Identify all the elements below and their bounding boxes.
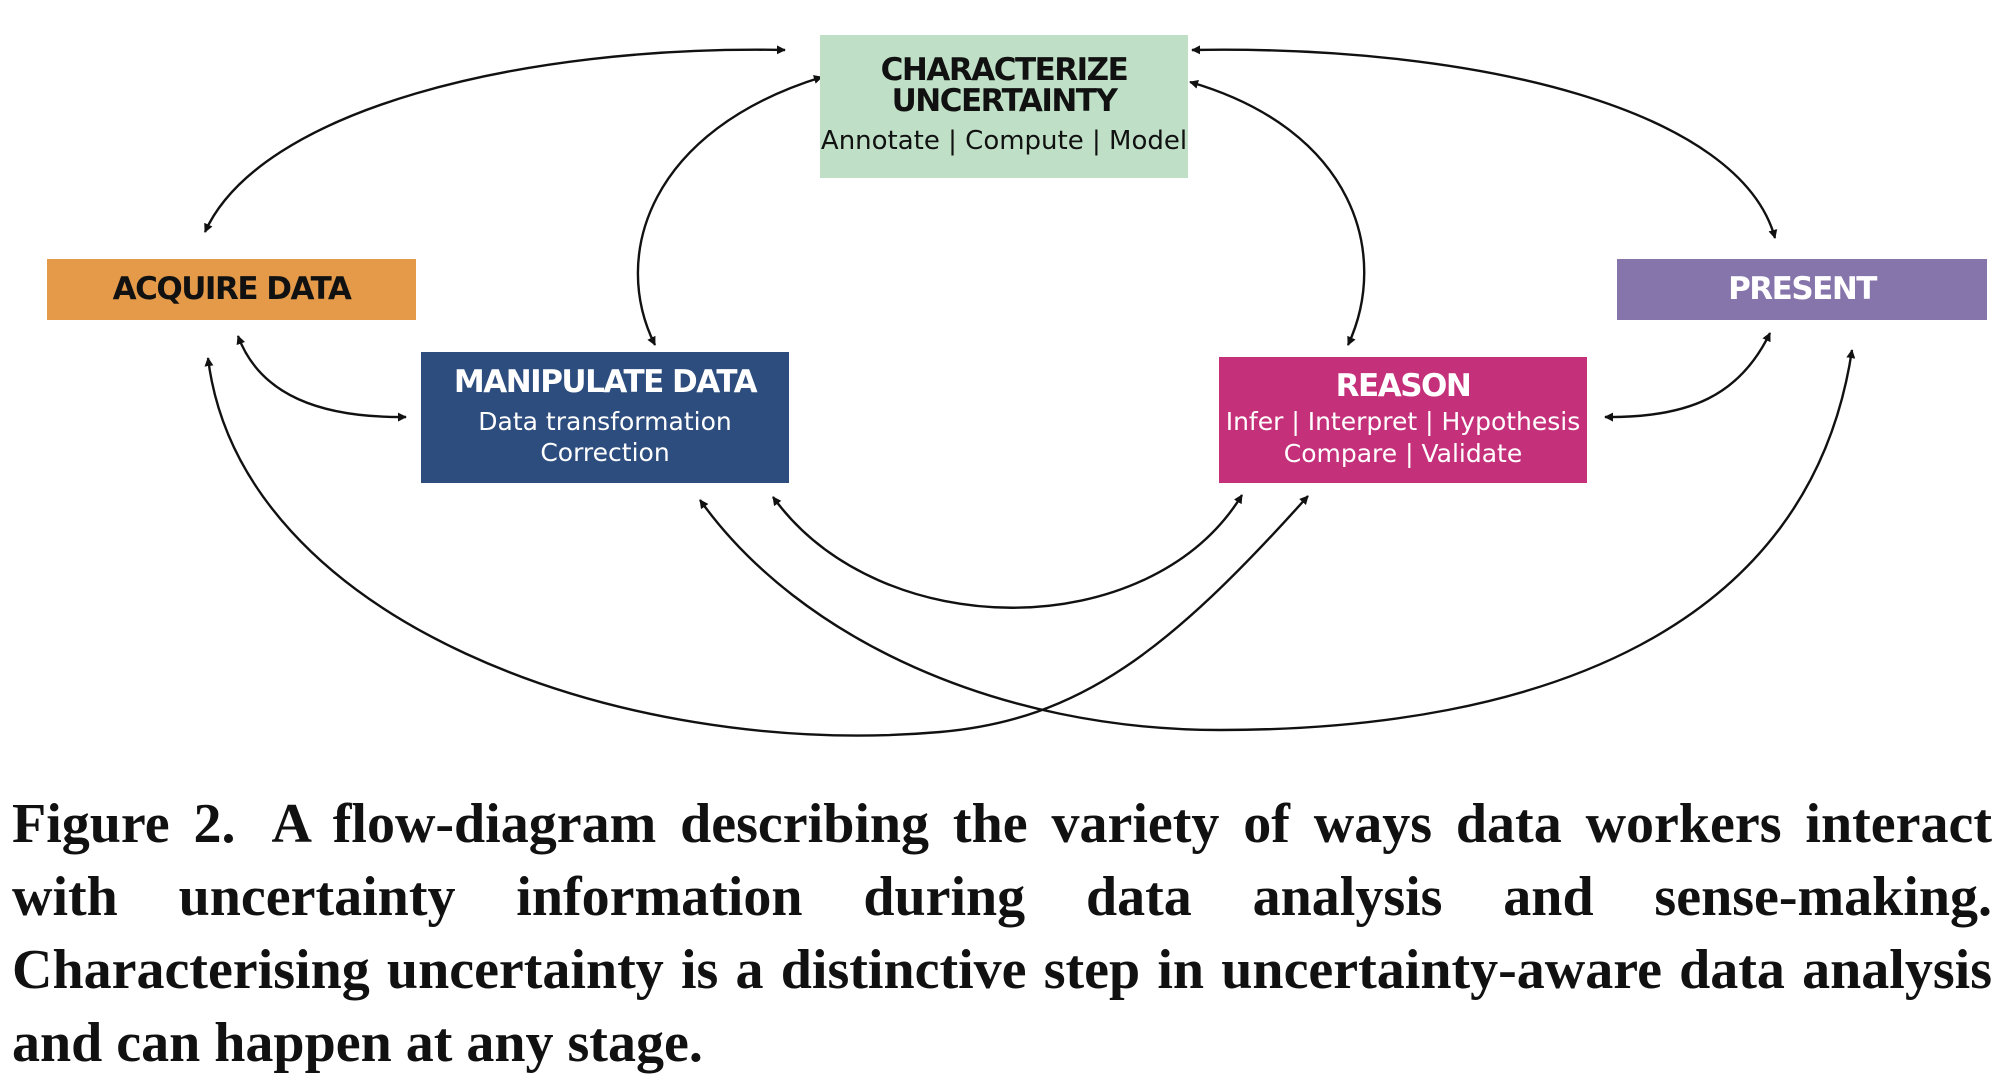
node-reason: REASON Infer | Interpret | Hypothesis Co… [1219,357,1587,483]
arrow-present-characterize [1191,45,1778,239]
arrow-acquire-reason [204,357,1309,737]
node-characterize-uncertainty: CHARACTERIZE UNCERTAINTY Annotate | Comp… [820,35,1188,178]
node-manipulate-title: MANIPULATE DATA [453,363,758,400]
node-characterize-subtitle: Annotate | Compute | Model [820,126,1188,157]
flow-diagram: CHARACTERIZE UNCERTAINTY Annotate | Comp… [47,35,1987,737]
arrow-acquire-manipulate [236,335,407,422]
arrow-manipulate-reason [772,494,1244,609]
node-reason-title: REASON [1335,368,1472,405]
node-reason-line-1: Infer | Interpret | Hypothesis [1225,407,1581,437]
figure-caption: Figure 2.A flow-diagram describing the v… [12,788,1992,1080]
node-manipulate-data: MANIPULATE DATA Data transformation Corr… [421,352,789,483]
figure-caption-label: Figure 2. [12,793,236,855]
arrow-reason-characterize [1189,79,1366,346]
diagram-edges [203,45,1856,737]
node-present: PRESENT [1617,259,1987,320]
figure-caption-text: A flow-diagram describing the variety of… [12,793,1992,1074]
node-present-title: PRESENT [1728,271,1877,307]
node-acquire-title: ACQUIRE DATA [112,271,352,307]
arrow-manipulate-present [699,349,1856,732]
node-characterize-title: CHARACTERIZE UNCERTAINTY [880,52,1129,120]
node-manipulate-line-1: Data transformation [478,406,732,436]
node-acquire-data: ACQUIRE DATA [47,259,416,320]
node-reason-line-2: Compare | Validate [1283,438,1523,468]
node-manipulate-line-2: Correction [540,438,670,467]
arrow-manipulate-characterize [636,75,823,346]
arrow-reason-present [1604,332,1772,422]
arrow-acquire-characterize [203,45,786,233]
